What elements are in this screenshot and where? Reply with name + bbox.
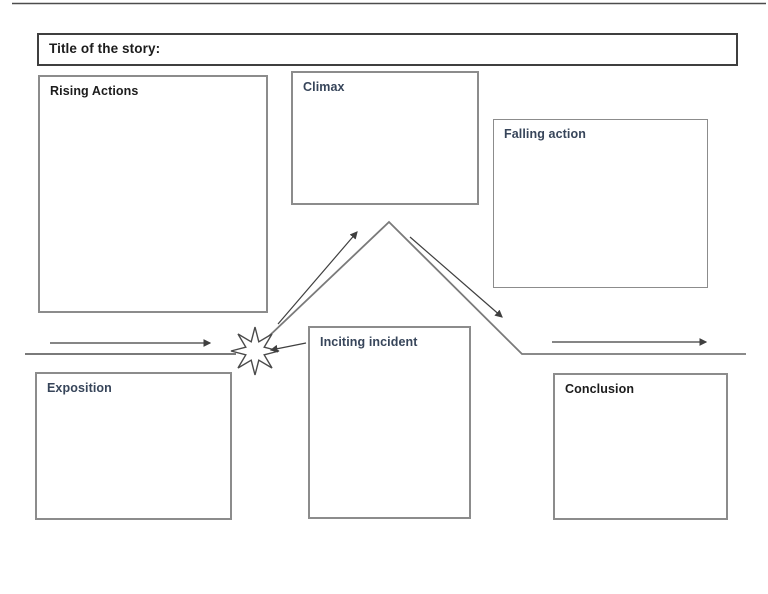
- inciting-incident-label: Inciting incident: [320, 335, 418, 349]
- exposition-label: Exposition: [47, 381, 112, 395]
- rising-actions-box[interactable]: Rising Actions: [38, 75, 268, 313]
- climax-box[interactable]: Climax: [291, 71, 479, 205]
- rising-direction-arrow: [277, 231, 358, 325]
- explosion-star-icon: [230, 326, 280, 376]
- title-box-label: Title of the story:: [49, 41, 161, 56]
- falling-action-label: Falling action: [504, 127, 586, 141]
- climax-label: Climax: [303, 80, 345, 94]
- exposition-box[interactable]: Exposition: [35, 372, 232, 520]
- title-box[interactable]: Title of the story:: [37, 33, 738, 66]
- conclusion-box[interactable]: Conclusion: [553, 373, 728, 520]
- falling-action-box[interactable]: Falling action: [493, 119, 708, 288]
- rising-actions-label: Rising Actions: [50, 84, 139, 98]
- conclusion-label: Conclusion: [565, 382, 635, 396]
- inciting-incident-pointer-arrow: [269, 342, 307, 353]
- inciting-incident-box[interactable]: Inciting incident: [308, 326, 471, 519]
- falling-direction-arrow: [409, 236, 503, 318]
